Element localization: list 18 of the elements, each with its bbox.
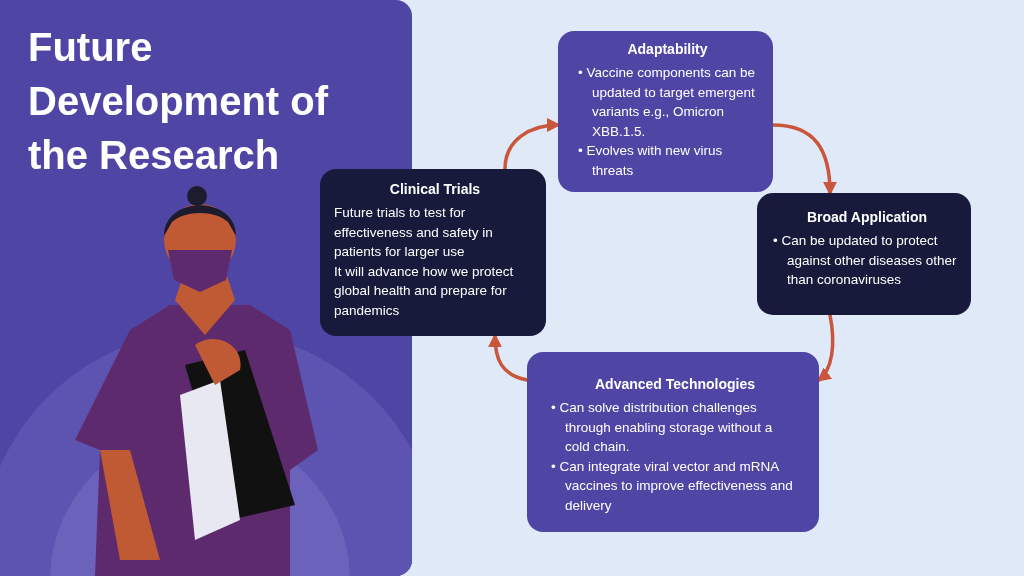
bullet-text: • Vaccine components can be updated to target emergent variants e.g., Omicron XBB.1.5. — [578, 64, 757, 141]
card-heading: Advanced Technologies — [594, 376, 756, 392]
bullet-text: • Evolves with new virus threats — [578, 142, 724, 180]
text-card — [757, 193, 971, 315]
card-heading: Broad Application — [805, 209, 928, 225]
card-heading: Adaptability — [626, 41, 709, 57]
text-card — [527, 352, 819, 532]
card-heading: Clinical Trials — [388, 181, 482, 197]
text-card — [320, 169, 546, 336]
title: Future Development of the Research — [28, 24, 330, 179]
curved-arrow — [488, 333, 529, 382]
bullet-text: • Can integrate viral vector and mRNA vaccines to improve effectiveness and delivery — [551, 457, 794, 515]
curved-arrow — [771, 123, 837, 196]
bullet-text: • Can solve distribution challenges through enabling storage without a cold chain. — [551, 399, 774, 456]
card-text: Future trials to test for effectiveness and safety in patients for larger use — [334, 204, 494, 261]
bullet-text: • Can be updated to protect against other diseases other than coronaviruses — [773, 232, 958, 289]
card-text: It will advance how we protect global health and prepare for pandemics — [334, 262, 515, 320]
text-card — [558, 31, 773, 192]
